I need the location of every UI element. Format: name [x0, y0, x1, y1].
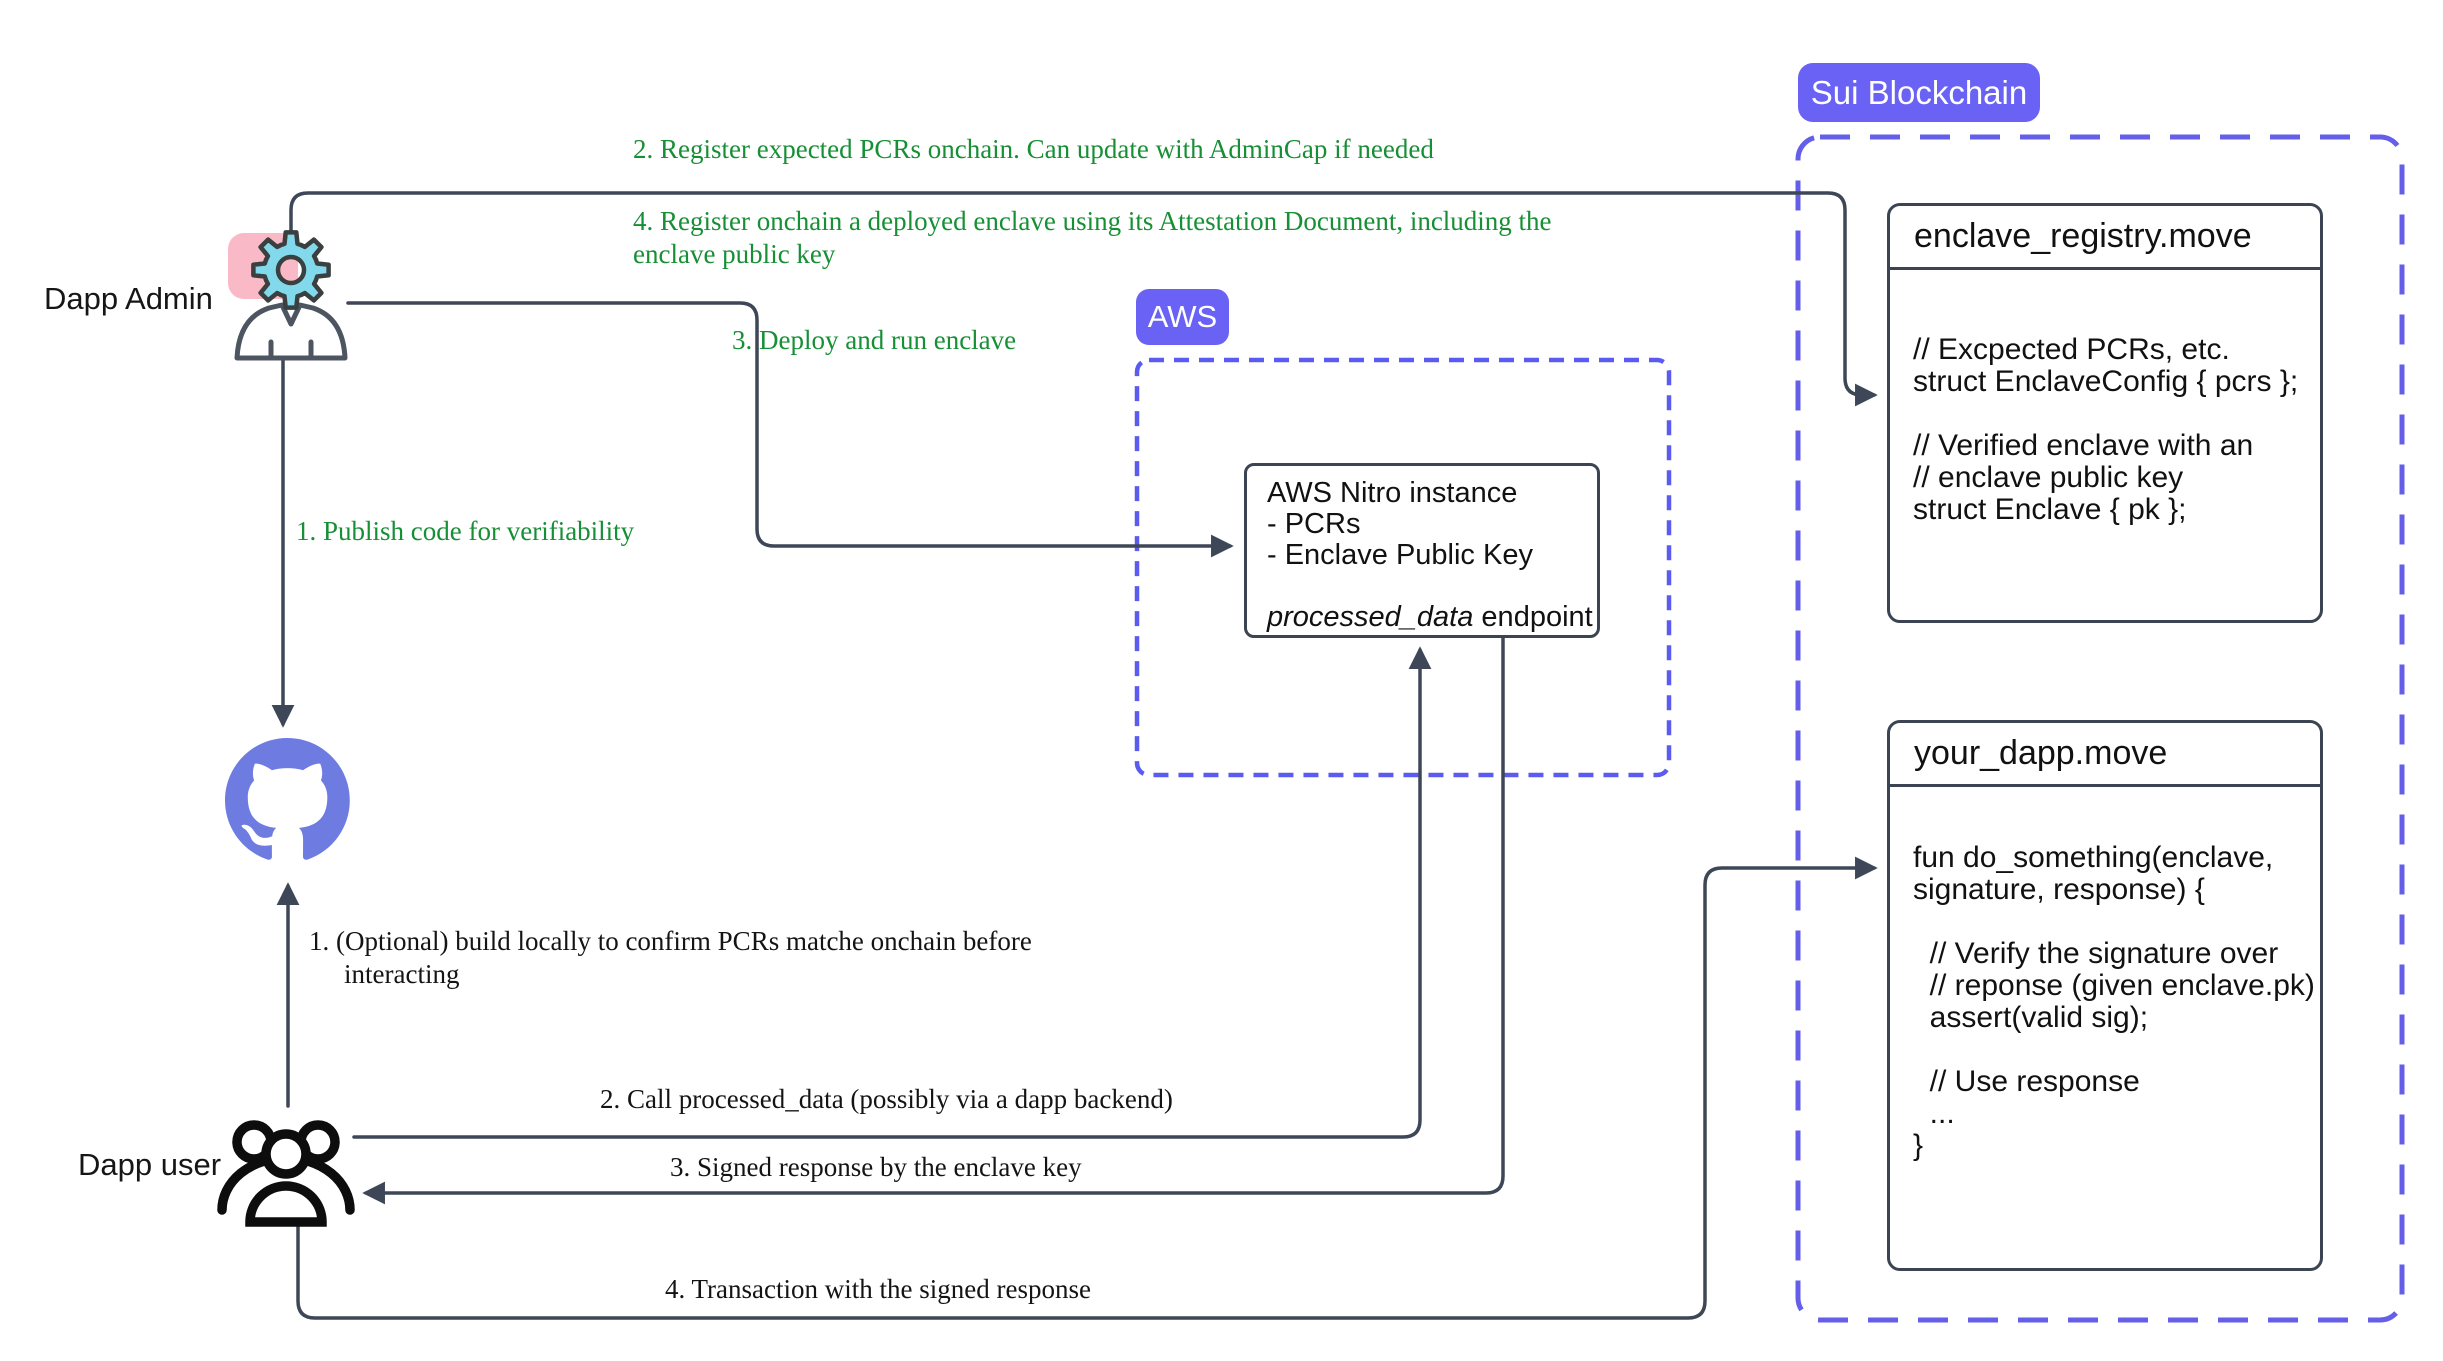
code-line: struct Enclave { pk }; — [1913, 493, 2187, 526]
enclave-registry-code: // Excpected PCRs, etc. struct EnclaveCo… — [1890, 270, 2320, 526]
code-line: // Use response — [1913, 1065, 2140, 1098]
dapp-admin-icon — [228, 230, 348, 361]
code-line — [1913, 906, 2302, 938]
connector-call-processed-data — [352, 646, 1432, 1139]
annotation-register-enclave: 4. Register onchain a deployed enclave u… — [633, 206, 1552, 269]
code-line: - PCRs — [1267, 508, 1361, 540]
code-line: signature, response) { — [1913, 873, 2205, 906]
code-line — [1913, 1034, 2302, 1066]
annotation-transaction: 4. Transaction with the signed response — [665, 1274, 1091, 1304]
gear-icon — [251, 230, 331, 310]
code-line: - Enclave Public Key — [1267, 539, 1533, 571]
aws-nitro-instance-box: AWS Nitro instance - PCRs - Enclave Publ… — [1244, 463, 1600, 638]
code-line: ... — [1913, 1097, 1955, 1130]
admin-person-icon — [234, 302, 348, 361]
sui-blockchain-boundary — [1795, 134, 2405, 1323]
code-line: AWS Nitro instance — [1267, 477, 1518, 509]
code-line: // Verify the signature over — [1913, 937, 2279, 970]
connector-register-pcrs — [289, 191, 1878, 407]
code-line: assert(valid sig); — [1913, 1001, 2149, 1034]
dapp-admin-label: Dapp Admin — [44, 281, 213, 316]
code-line: // Verified enclave with an — [1913, 429, 2254, 462]
annotation-register-pcrs: 2. Register expected PCRs onchain. Can u… — [633, 134, 1434, 164]
aws-badge: AWS — [1136, 289, 1229, 345]
endpoint-name: processed_data — [1267, 601, 1474, 633]
annotation-signed-response: 3. Signed response by the enclave key — [670, 1152, 1082, 1182]
sui-blockchain-badge: Sui Blockchain — [1798, 63, 2040, 122]
users-group-icon — [217, 1120, 355, 1227]
your-dapp-panel: your_dapp.move fun do_something(enclave,… — [1887, 720, 2323, 1271]
enclave-registry-title: enclave_registry.move — [1890, 206, 2320, 270]
code-line: } — [1913, 1129, 1924, 1162]
code-line: struct EnclaveConfig { pcrs }; — [1913, 365, 2299, 398]
connector-deploy-enclave — [346, 301, 1234, 558]
your-dapp-title: your_dapp.move — [1890, 723, 2320, 787]
connector-transaction — [296, 856, 1878, 1320]
endpoint-suffix: endpoint — [1473, 601, 1593, 633]
code-line — [1913, 398, 2302, 430]
annotation-build-locally: 1. (Optional) build locally to confirm P… — [309, 926, 1032, 989]
code-line: // Excpected PCRs, etc. — [1913, 333, 2230, 366]
your-dapp-code: fun do_something(enclave, signature, res… — [1890, 787, 2320, 1162]
dapp-user-label: Dapp user — [78, 1147, 222, 1182]
aws-boundary — [1134, 357, 1672, 778]
enclave-registry-panel: enclave_registry.move // Excpected PCRs,… — [1887, 203, 2323, 623]
connector-signed-response — [362, 636, 1505, 1205]
annotation-deploy-enclave: 3. Deploy and run enclave — [732, 325, 1017, 355]
github-icon — [225, 738, 350, 860]
annotation-publish-code: 1. Publish code for verifiability — [296, 516, 635, 546]
aws-nitro-text: AWS Nitro instance - PCRs - Enclave Publ… — [1247, 466, 1597, 633]
code-line: // reponse (given enclave.pk) — [1913, 969, 2315, 1002]
code-line: fun do_something(enclave, — [1913, 841, 2274, 874]
code-line — [1267, 571, 1587, 602]
code-line: // enclave public key — [1913, 461, 2184, 494]
annotation-call-processed-data: 2. Call processed_data (possibly via a d… — [600, 1084, 1173, 1114]
endpoint-line: processed_data endpoint — [1267, 601, 1593, 633]
